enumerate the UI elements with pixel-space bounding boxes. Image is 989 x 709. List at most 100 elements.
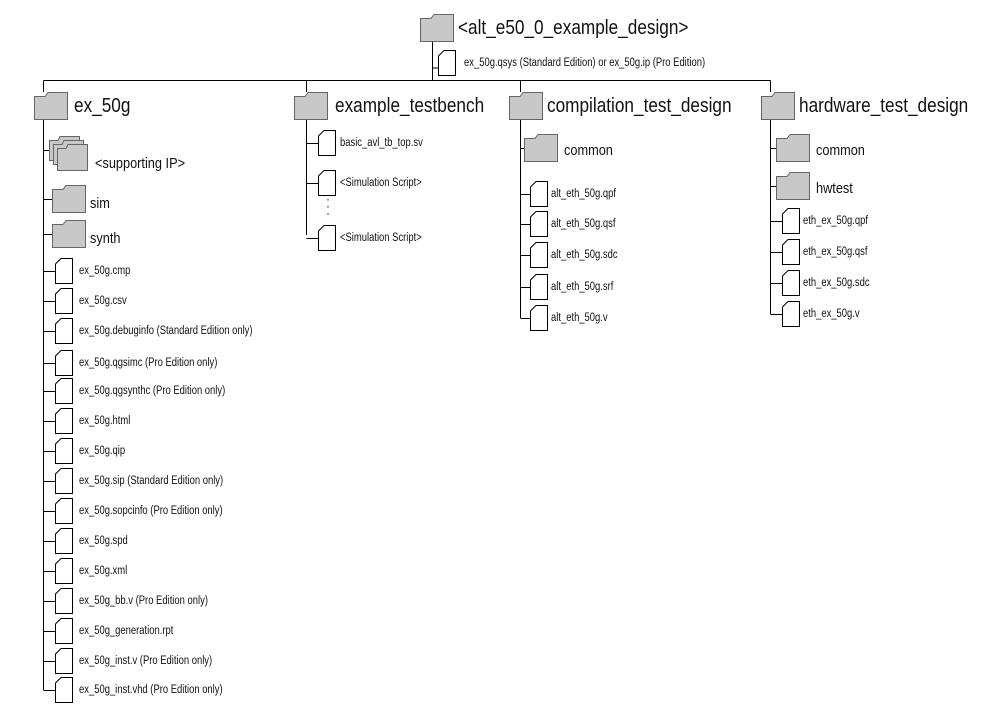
folder-icon: [761, 92, 795, 120]
file-icon: [318, 130, 336, 156]
root-file-qsys[interactable]: ex_50g.qsys (Standard Edition) or ex_50g…: [438, 50, 758, 76]
file-label: <Simulation Script>: [340, 232, 422, 244]
file-label: alt_eth_50g.sdc: [551, 249, 618, 261]
ex50g-file-item[interactable]: ex_50g.qgsynthc (Pro Edition only): [55, 378, 257, 404]
folder-compilation-common[interactable]: common: [524, 134, 622, 162]
compilation-file-item[interactable]: alt_eth_50g.srf: [530, 274, 627, 300]
file-icon: [318, 170, 336, 196]
folder-example-testbench-label: example_testbench: [335, 94, 485, 117]
folder-hardware-common[interactable]: common: [776, 134, 874, 162]
ex50g-file-item[interactable]: ex_50g.sopcinfo (Pro Edition only): [55, 498, 254, 524]
file-icon: [55, 677, 73, 703]
file-label: ex_50g.cmp: [79, 265, 131, 277]
file-icon: [55, 408, 73, 434]
ex50g-file-item[interactable]: ex_50g.html: [55, 408, 142, 434]
file-label: alt_eth_50g.srf: [551, 281, 614, 293]
file-icon: [55, 648, 73, 674]
file-label: ex_50g.sip (Standard Edition only): [79, 475, 224, 487]
folder-compilation-test-design[interactable]: compilation_test_design: [509, 92, 762, 120]
folder-hardware-test-design[interactable]: hardware_test_design: [761, 92, 989, 120]
file-label: ex_50g_generation.rpt: [79, 625, 174, 637]
folder-ex-50g-label: ex_50g: [74, 94, 131, 117]
file-label: eth_ex_50g.v: [803, 308, 860, 320]
compilation-file-item[interactable]: alt_eth_50g.qsf: [530, 211, 630, 237]
file-icon: [530, 211, 548, 237]
file-icon: [782, 301, 800, 327]
file-icon: [318, 225, 336, 251]
folder-synth[interactable]: synth: [52, 220, 126, 248]
file-icon: [55, 468, 73, 494]
ex50g-file-item[interactable]: ex_50g.spd: [55, 528, 138, 554]
file-label: ex_50g_bb.v (Pro Edition only): [79, 595, 208, 607]
hardware-file-item[interactable]: eth_ex_50g.qsf: [782, 239, 882, 265]
file-label: ex_50g.sopcinfo (Pro Edition only): [79, 505, 223, 517]
ex50g-file-item[interactable]: ex_50g_generation.rpt: [55, 618, 194, 644]
file-icon: [530, 274, 548, 300]
file-icon: [782, 270, 800, 296]
folder-sim[interactable]: sim: [52, 185, 113, 213]
folder-icon: [420, 14, 454, 42]
file-label: ex_50g.qgsynthc (Pro Edition only): [79, 385, 226, 397]
file-icon: [438, 50, 456, 76]
ex50g-file-item[interactable]: ex_50g_inst.vhd (Pro Edition only): [55, 677, 254, 703]
file-label: basic_avl_tb_top.sv: [340, 137, 423, 149]
file-icon: [55, 588, 73, 614]
folder-supporting-ip[interactable]: <supporting IP>: [49, 136, 201, 172]
file-icon: [55, 558, 73, 584]
file-label: ex_50g_inst.v (Pro Edition only): [79, 655, 213, 667]
multi-folder-icon: [49, 136, 88, 171]
testbench-file-item[interactable]: basic_avl_tb_top.sv: [318, 130, 441, 156]
root-file-label: ex_50g.qsys (Standard Edition) or ex_50g…: [464, 57, 706, 69]
compilation-file-item[interactable]: alt_eth_50g.qpf: [530, 181, 630, 207]
root-folder[interactable]: <alt_e50_0_example_design>: [420, 14, 726, 42]
folder-ex-50g[interactable]: ex_50g: [34, 92, 140, 120]
folder-example-testbench[interactable]: example_testbench: [294, 92, 508, 120]
ex50g-file-item[interactable]: ex_50g.debuginfo (Standard Edition only): [55, 318, 291, 344]
file-icon: [55, 258, 73, 284]
folder-hwtest[interactable]: hwtest: [776, 172, 859, 200]
file-label: ex_50g.xml: [79, 565, 128, 577]
file-label: eth_ex_50g.sdc: [803, 277, 870, 289]
ex50g-file-item[interactable]: ex_50g.cmp: [55, 258, 142, 284]
folder-compilation-common-label: common: [564, 141, 613, 159]
hardware-file-item[interactable]: eth_ex_50g.v: [782, 301, 872, 327]
file-label: ex_50g.qip: [79, 445, 126, 457]
testbench-file-item[interactable]: <Simulation Script>: [318, 170, 440, 196]
ex50g-file-item[interactable]: ex_50g.xml: [55, 558, 138, 584]
folder-supporting-ip-label: <supporting IP>: [95, 155, 186, 172]
testbench-file-item[interactable]: <Simulation Script>: [318, 225, 440, 251]
file-label: eth_ex_50g.qpf: [803, 215, 869, 227]
folder-icon: [294, 92, 328, 120]
file-label: ex_50g.spd: [79, 535, 128, 547]
file-label: alt_eth_50g.v: [551, 312, 608, 324]
ex50g-file-item[interactable]: ex_50g.qgsimc (Pro Edition only): [55, 350, 248, 376]
file-icon: [55, 498, 73, 524]
file-label: ex_50g_inst.vhd (Pro Edition only): [79, 684, 223, 696]
root-folder-label: <alt_e50_0_example_design>: [458, 16, 689, 39]
ex50g-file-item[interactable]: ex_50g_inst.v (Pro Edition only): [55, 648, 241, 674]
folder-hwtest-label: hwtest: [816, 179, 853, 197]
file-icon: [55, 618, 73, 644]
ex50g-file-item[interactable]: ex_50g_bb.v (Pro Edition only): [55, 588, 236, 614]
file-icon: [55, 318, 73, 344]
folder-icon: [524, 134, 558, 162]
folder-hardware-test-design-label: hardware_test_design: [799, 94, 969, 117]
file-icon: [782, 239, 800, 265]
file-label: ex_50g.debuginfo (Standard Edition only): [79, 325, 253, 337]
ex50g-file-item[interactable]: ex_50g.qip: [55, 438, 135, 464]
ex50g-file-item[interactable]: ex_50g.sip (Standard Edition only): [55, 468, 255, 494]
folder-icon: [34, 92, 68, 120]
compilation-file-item[interactable]: alt_eth_50g.v: [530, 305, 620, 331]
folder-sim-label: sim: [90, 195, 110, 212]
hardware-file-item[interactable]: eth_ex_50g.qpf: [782, 208, 882, 234]
file-icon: [55, 378, 73, 404]
compilation-file-item[interactable]: alt_eth_50g.sdc: [530, 242, 632, 268]
ellipsis-dots: ···: [326, 192, 330, 220]
ex50g-file-item[interactable]: ex_50g.csv: [55, 288, 137, 314]
hardware-file-item[interactable]: eth_ex_50g.sdc: [782, 270, 884, 296]
folder-icon: [509, 92, 543, 120]
file-icon: [530, 181, 548, 207]
file-icon: [55, 528, 73, 554]
folder-icon: [776, 172, 810, 200]
folder-icon: [52, 220, 86, 248]
